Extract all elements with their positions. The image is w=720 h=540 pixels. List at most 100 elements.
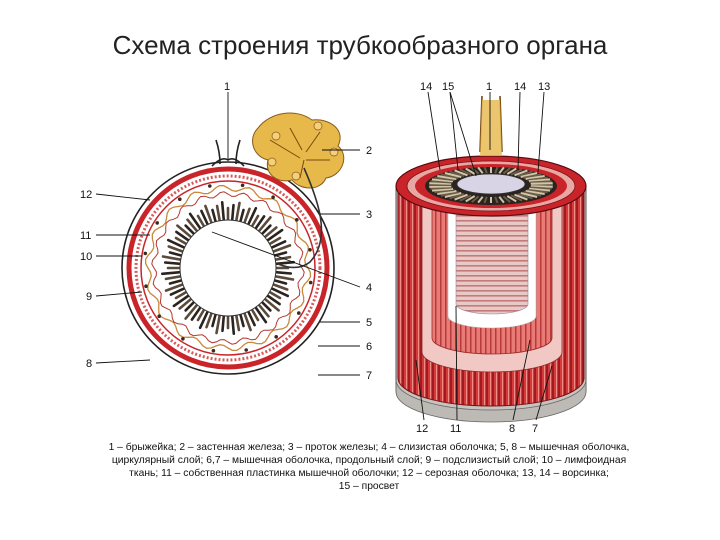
villus (440, 191, 459, 197)
cylinder-mesentery (479, 95, 503, 153)
cylinder-villi (429, 166, 553, 204)
extramural-gland (252, 112, 345, 189)
villus (477, 196, 484, 204)
villus (431, 187, 454, 192)
lymphoid-dot (208, 184, 212, 188)
lymphoid-dot (240, 183, 245, 188)
left-label-3: 3 (366, 209, 372, 221)
left-label-12: 12 (80, 189, 92, 201)
mucosa-fold (250, 214, 260, 228)
villus (434, 188, 455, 194)
mucosa-fold (161, 255, 182, 262)
right-label-8: 8 (509, 423, 515, 435)
lymphoid-dot (295, 218, 299, 222)
mucosa-fold (169, 286, 186, 296)
villus (437, 190, 457, 195)
villus (471, 195, 480, 203)
left-label-5: 5 (366, 317, 372, 329)
left-label-7: 7 (366, 370, 372, 382)
mucosa-fold (271, 244, 292, 253)
villus (434, 176, 455, 182)
mucosa-fold (273, 251, 288, 257)
villus (430, 186, 452, 190)
lymphoid-dot (155, 221, 159, 225)
villus (530, 182, 553, 185)
villus (527, 188, 548, 194)
mucosa-fold (254, 215, 266, 230)
mucosa-fold (186, 218, 199, 233)
villus (429, 185, 452, 188)
villus (510, 194, 523, 202)
mucosa-fold (188, 212, 202, 230)
mucosa-fold (273, 279, 288, 285)
cylinder-mucosa (455, 213, 529, 315)
mucosa-fold (184, 303, 199, 320)
gland-duct (277, 167, 323, 269)
left-label-6: 6 (366, 341, 372, 353)
mucosa-fold (270, 286, 290, 298)
villus (471, 167, 480, 175)
mucosa-fold (265, 294, 281, 306)
villus (477, 166, 484, 174)
mucosa-fold (175, 230, 190, 242)
villus (506, 167, 517, 175)
villus (530, 180, 552, 184)
lymphoid-dot (211, 348, 216, 353)
submucosa-wavy-line (144, 184, 312, 352)
right-label-1: 1 (486, 81, 492, 93)
left-label-2: 2 (366, 145, 372, 157)
villus (502, 195, 511, 203)
right-leader-lines (415, 91, 553, 421)
mucosa-fold (250, 308, 260, 322)
mucosa-fold (215, 313, 221, 335)
cylinder-lumen (456, 173, 526, 195)
mucosa-fold (167, 245, 185, 253)
lymphoid-dot (143, 251, 148, 256)
mucosa-fold (230, 314, 236, 336)
mucosa-fold (164, 274, 182, 281)
lymphoid-dot (244, 348, 248, 352)
villus (502, 167, 511, 175)
villus (514, 169, 528, 177)
mucosa-fold (271, 283, 289, 291)
mucosa-fold (204, 204, 213, 225)
villus (459, 168, 472, 176)
villus (449, 170, 465, 178)
submucosa-wavy-line-inner (151, 191, 305, 345)
villus (454, 193, 468, 201)
right-label-11: 11 (450, 423, 461, 435)
left-label-8: 8 (86, 358, 92, 370)
villus (498, 196, 505, 204)
villus (454, 169, 468, 177)
mucosa-fold (166, 238, 186, 249)
villus (494, 196, 499, 204)
villus (465, 167, 476, 175)
lymphoid-dot (181, 337, 185, 341)
right-label-7: 7 (532, 423, 538, 435)
mucosa-fold (176, 224, 193, 239)
villus (525, 190, 545, 195)
mucosa-fold (268, 290, 282, 300)
figure-caption: 1 – брыжейка; 2 – застенная железа; 3 – … (54, 441, 684, 493)
mucosa-fold (211, 313, 217, 328)
villus (514, 193, 528, 201)
villus (483, 166, 488, 174)
right-label-14a: 14 (420, 81, 432, 93)
mucosa-fold (247, 310, 256, 327)
left-label-10: 10 (80, 251, 92, 263)
mucosa-fold (265, 228, 284, 242)
longitudinal-muscle-ring (126, 166, 330, 370)
left-leader-lines (95, 92, 361, 376)
cross-section-diagram: 1 2 3 4 5 6 7 8 9 10 11 12 (80, 81, 372, 382)
villus (465, 195, 476, 203)
mucosa-fold (190, 305, 202, 321)
villus (530, 186, 552, 190)
mucosa-fold (243, 311, 252, 332)
villus (528, 187, 551, 192)
mucosa-fold (184, 300, 196, 312)
caption-line-2: циркулярный слой; 6,7 – мышечная оболочк… (111, 455, 627, 466)
right-label-15: 15 (442, 81, 454, 93)
lymphoid-dot (308, 280, 313, 285)
villus (517, 192, 533, 200)
caption-line-4: 15 – просвет (338, 481, 400, 492)
